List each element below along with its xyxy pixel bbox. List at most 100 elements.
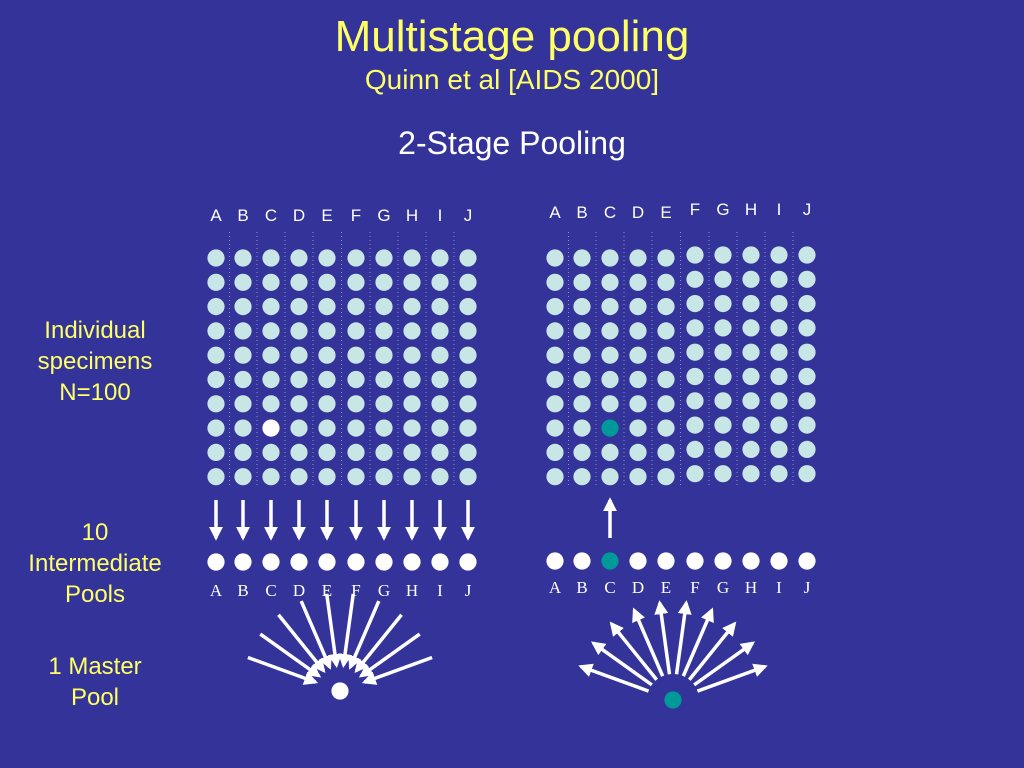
right-specimen-dot	[601, 468, 619, 486]
left-master-pool	[331, 682, 349, 700]
left-specimen-dot	[431, 419, 449, 437]
left-master-arrow	[247, 655, 319, 685]
right-specimen-dot	[742, 343, 760, 361]
right-specimen-dot	[798, 392, 816, 410]
left-column-label-top: B	[237, 206, 248, 225]
right-column-label-bottom: B	[576, 578, 587, 597]
right-column-label-bottom: C	[604, 578, 615, 597]
right-intermediate-pool	[770, 552, 788, 570]
left-specimen-dot	[262, 443, 280, 461]
right-specimen-dot	[798, 465, 816, 483]
left-specimen-dot	[207, 419, 225, 437]
right-specimen-dot	[770, 392, 788, 410]
left-intermediate-pool	[431, 553, 449, 571]
right-specimen-dot	[742, 319, 760, 337]
left-specimen-dot	[431, 249, 449, 267]
right-specimen-dot	[629, 273, 647, 291]
left-intermediate-pool	[234, 553, 252, 571]
right-specimen-dot	[742, 465, 760, 483]
left-specimen-dot	[262, 322, 280, 340]
right-master-arrow	[696, 663, 768, 693]
left-specimen-dot	[403, 346, 421, 364]
left-intermediate-pool	[318, 553, 336, 571]
right-specimen-dot	[714, 416, 732, 434]
left-column-label-top: I	[438, 206, 443, 225]
left-specimen-dot	[234, 443, 252, 461]
right-specimen-dot	[798, 295, 816, 313]
right-specimen-dot	[686, 392, 704, 410]
right-positive-pool	[601, 552, 619, 570]
right-specimen-dot	[686, 440, 704, 458]
left-specimen-dot	[403, 443, 421, 461]
left-master-arrow	[277, 613, 326, 673]
left-specimen-dot	[403, 249, 421, 267]
left-column-label-top: A	[210, 206, 222, 225]
left-specimen-dot	[207, 249, 225, 267]
right-specimen-dot	[573, 468, 591, 486]
left-specimen-dot	[290, 298, 308, 316]
left-specimen-dot	[290, 370, 308, 389]
right-specimen-dot	[601, 298, 619, 316]
left-specimen-dot	[234, 298, 252, 316]
left-specimen-dot	[318, 273, 336, 291]
left-specimen-dot	[207, 468, 225, 486]
page-title: Multistage pooling	[334, 12, 690, 61]
left-specimen-dot	[431, 273, 449, 291]
left-specimen-dot	[234, 249, 252, 267]
right-specimen-dot	[546, 249, 564, 267]
left-specimen-dot	[318, 468, 336, 486]
right-specimen-dot	[714, 440, 732, 458]
right-specimen-dot	[657, 395, 675, 413]
left-specimen-dot	[459, 322, 477, 340]
left-intermediate-pool	[347, 553, 365, 571]
left-specimen-dot	[262, 298, 280, 316]
left-specimen-dot	[403, 395, 421, 413]
right-specimen-dot	[629, 322, 647, 340]
right-specimen-dot	[546, 468, 564, 486]
left-specimen-dot	[375, 395, 393, 413]
left-specimen-dot	[207, 346, 225, 364]
right-specimen-dot	[742, 392, 760, 410]
left-specimen-dot	[431, 322, 449, 340]
left-intermediate-pool	[290, 553, 308, 571]
right-specimen-dot	[573, 419, 591, 437]
right-intermediate-pool	[546, 552, 564, 570]
right-column-label-top: I	[777, 200, 782, 219]
left-specimen-dot	[431, 298, 449, 316]
right-specimen-dot	[657, 322, 675, 340]
left-master-arrow	[299, 600, 332, 670]
right-intermediate-pool	[714, 552, 732, 570]
left-specimen-dot	[403, 370, 421, 389]
left-master-arrow	[358, 632, 421, 678]
left-specimen-dot	[347, 468, 365, 486]
right-specimen-dot	[629, 443, 647, 461]
right-specimen-dot	[546, 419, 564, 437]
left-intermediate-pool	[207, 553, 225, 571]
right-specimen-dot	[714, 319, 732, 337]
left-master-arrow	[338, 593, 355, 669]
left-specimen-dot	[375, 468, 393, 486]
left-intermediate-pool	[403, 553, 421, 571]
right-column-label-bottom: H	[745, 578, 757, 597]
left-specimen-dot	[403, 419, 421, 437]
left-specimen-dot	[318, 419, 336, 437]
right-specimen-dot	[629, 370, 647, 389]
left-specimen-dot	[375, 419, 393, 437]
right-intermediate-pool	[686, 552, 704, 570]
left-column-label-bottom: B	[237, 581, 248, 600]
left-specimen-dot	[431, 370, 449, 389]
right-specimen-dot	[798, 440, 816, 458]
right-specimen-dot	[714, 295, 732, 313]
right-specimen-dot	[770, 295, 788, 313]
right-specimen-dot	[657, 443, 675, 461]
right-specimen-dot	[714, 465, 732, 483]
left-specimen-dot	[375, 346, 393, 364]
left-column-label-top: F	[351, 206, 361, 225]
left-specimen-dot	[347, 443, 365, 461]
left-specimen-dot	[262, 346, 280, 364]
left-specimen-dot	[234, 370, 252, 389]
left-specimen-dot	[318, 298, 336, 316]
left-specimen-dot	[318, 395, 336, 413]
right-specimen-dot	[686, 295, 704, 313]
right-specimen-dot	[770, 416, 788, 434]
